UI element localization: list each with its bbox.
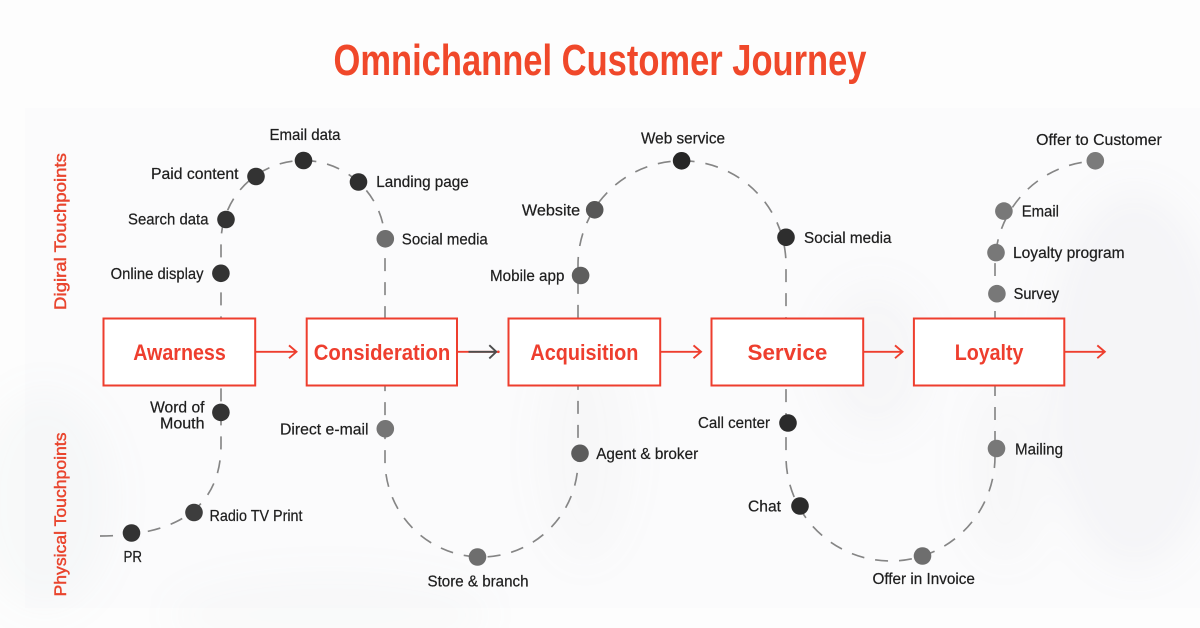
svg-text:Agent & broker: Agent & broker [596, 446, 698, 463]
svg-text:Omnichannel Customer Journey: Omnichannel Customer Journey [334, 36, 867, 85]
svg-text:Social media: Social media [402, 232, 488, 249]
svg-text:Consideration: Consideration [314, 340, 451, 365]
svg-text:Chat: Chat [748, 499, 782, 516]
svg-text:Store & branch: Store & branch [428, 574, 529, 591]
svg-text:Awarness: Awarness [133, 340, 226, 365]
svg-text:Email: Email [1022, 204, 1059, 221]
svg-text:Paid content: Paid content [151, 166, 239, 183]
svg-text:Search data: Search data [128, 212, 209, 229]
svg-text:Digiral Touchpoints: Digiral Touchpoints [51, 153, 70, 310]
svg-text:Offer to Customer: Offer to Customer [1036, 132, 1162, 149]
svg-text:Physical Touchpoints: Physical Touchpoints [51, 433, 70, 597]
svg-text:Service: Service [748, 340, 828, 365]
svg-text:Word of: Word of [150, 400, 205, 417]
svg-text:Acquisition: Acquisition [530, 340, 638, 365]
svg-text:Landing page: Landing page [376, 174, 468, 191]
svg-text:Email data: Email data [270, 127, 341, 144]
svg-text:Call center: Call center [698, 415, 770, 432]
svg-text:Online display: Online display [111, 266, 204, 283]
svg-text:Loyalty program: Loyalty program [1013, 245, 1125, 262]
svg-text:Web service: Web service [641, 131, 725, 148]
svg-text:Loyalty: Loyalty [955, 340, 1024, 365]
svg-text:Social media: Social media [804, 230, 892, 247]
svg-text:Mouth: Mouth [160, 416, 205, 433]
svg-text:Offer in Invoice: Offer in Invoice [872, 571, 975, 588]
svg-text:Radio TV Print: Radio TV Print [210, 508, 304, 525]
svg-text:PR: PR [123, 549, 142, 566]
svg-text:Mobile app: Mobile app [490, 268, 564, 285]
svg-text:Survey: Survey [1014, 286, 1060, 303]
svg-text:Mailing: Mailing [1015, 441, 1063, 458]
svg-text:Direct e-mail: Direct e-mail [280, 421, 369, 438]
svg-text:Website: Website [522, 202, 580, 219]
